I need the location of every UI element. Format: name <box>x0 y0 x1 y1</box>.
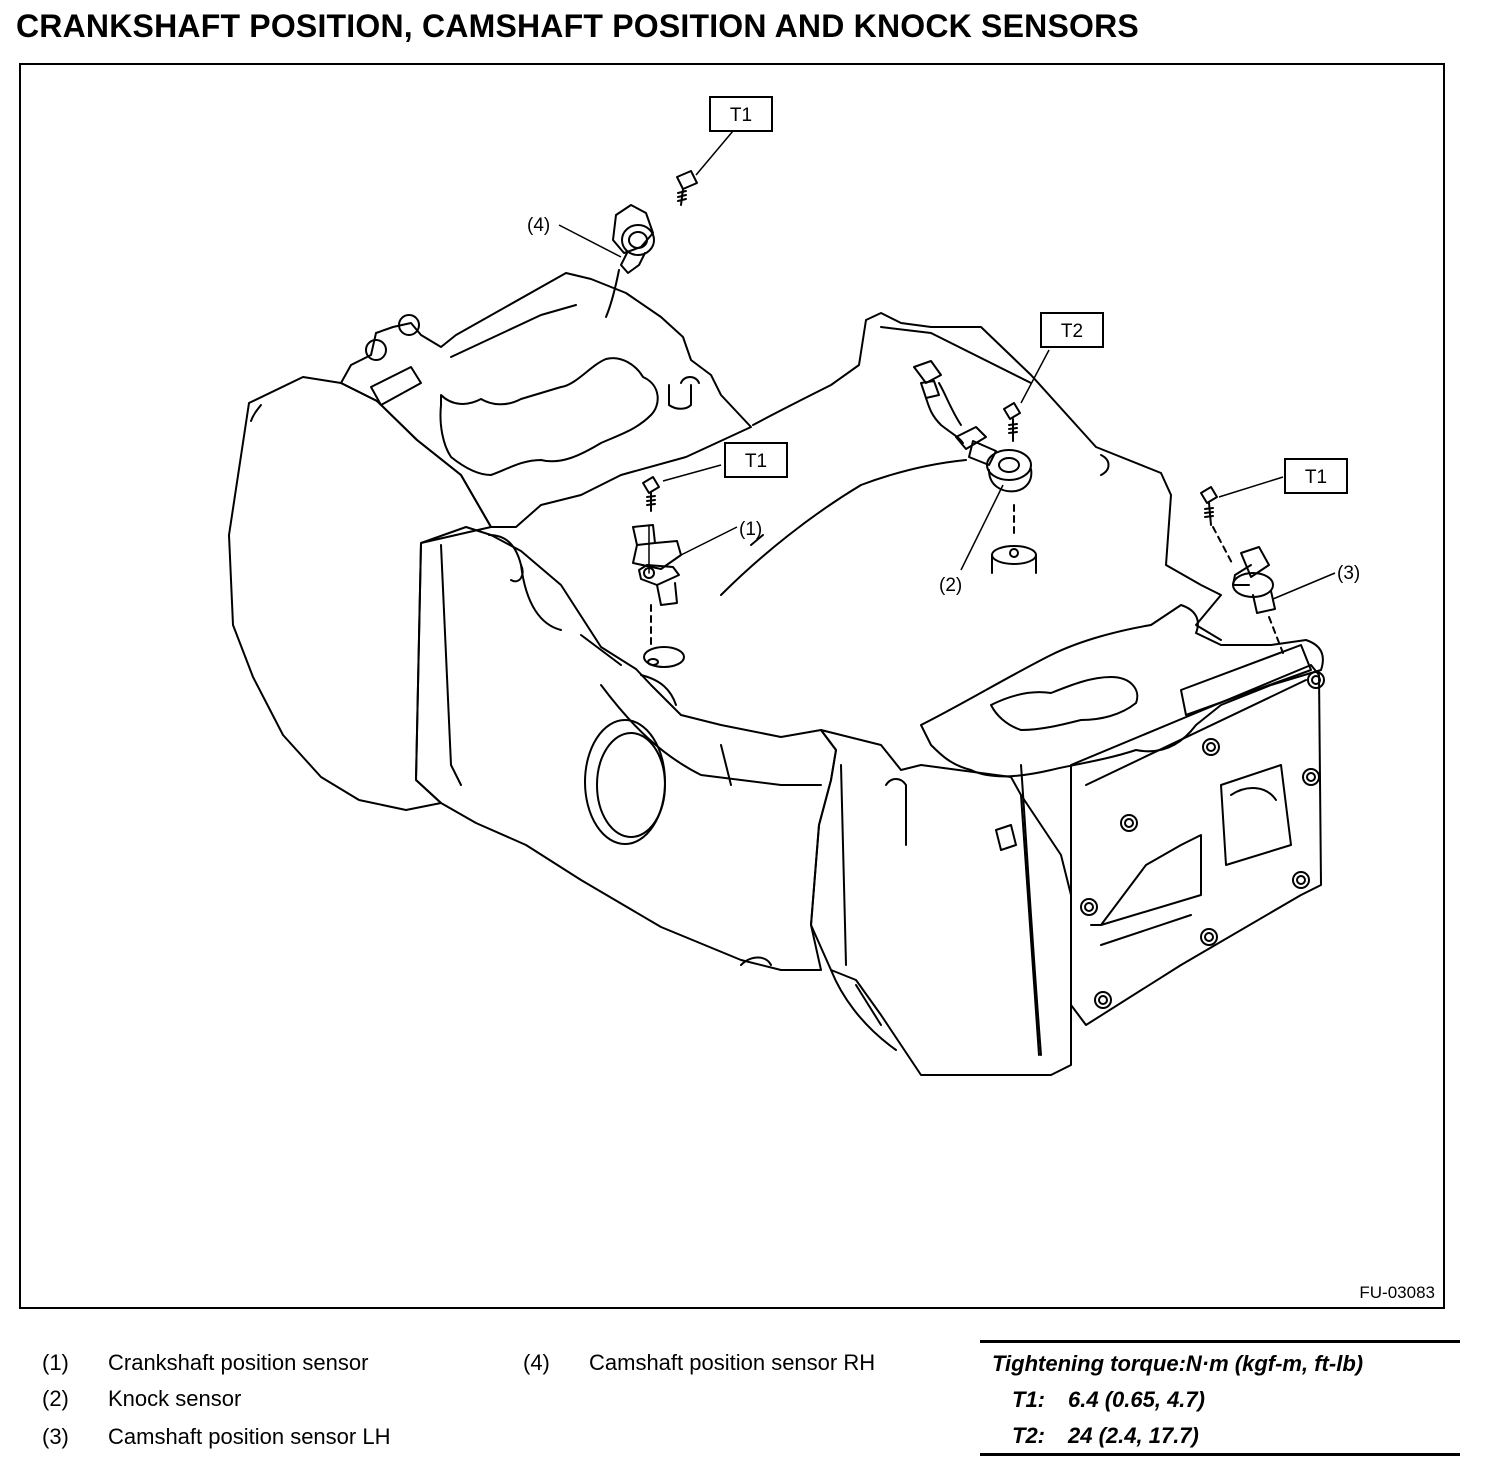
leader-t2 <box>1020 349 1050 404</box>
cam-sensor-rh <box>605 204 655 318</box>
torque-heading: Tightening torque:N·m (kgf-m, ft-lb) <box>992 1351 1364 1376</box>
leader-c2 <box>960 484 1004 571</box>
tag-box-t2 <box>1040 312 1104 348</box>
leader-t1-top <box>695 130 734 176</box>
figure-id: FU-03083 <box>1359 1283 1435 1302</box>
legend-text: Camshaft position sensor LH <box>108 1424 391 1449</box>
legend-text: Knock sensor <box>108 1386 242 1411</box>
tag-box-t1-right <box>1284 458 1348 494</box>
tag-t1-mid: T1 <box>745 451 767 472</box>
engine-diagram: T1 T1 T2 T1 (4) (1) (2) (3) <box>228 96 1360 1076</box>
torque-row-t1: T1: 6.4 (0.65, 4.7) <box>1012 1387 1205 1413</box>
leader-t1-mid <box>662 464 722 482</box>
left-cylinder-head <box>340 272 752 528</box>
callout-1: (1) <box>739 519 762 540</box>
bolt-t1-mid <box>642 476 660 512</box>
torque-label: T2: <box>1012 1423 1045 1448</box>
rear-housing <box>1070 664 1322 1026</box>
torque-label: T1: <box>1012 1387 1045 1412</box>
engine-block <box>415 526 837 971</box>
right-belt-cover <box>810 729 1072 1076</box>
callout-2: (2) <box>939 575 962 596</box>
torque-value: 6.4 (0.65, 4.7) <box>1068 1387 1205 1412</box>
bolt-t1-top <box>676 170 698 206</box>
leader-c4 <box>558 224 622 258</box>
diagram-frame: T1 T1 T2 T1 (4) (1) (2) (3) FU-03083 <box>19 63 1445 1309</box>
legend-text: Camshaft position sensor RH <box>589 1350 876 1375</box>
leader-c1 <box>680 526 738 556</box>
tag-box-t1-mid <box>724 442 788 478</box>
tag-t1-right: T1 <box>1305 467 1327 488</box>
leader-t1-right <box>1218 476 1284 498</box>
legend-number: (3) <box>42 1424 69 1449</box>
leader-c3 <box>1272 572 1336 600</box>
legend-number: (4) <box>523 1350 550 1375</box>
torque-value: 24 (2.4, 17.7) <box>1068 1423 1199 1448</box>
knock-sensor <box>913 360 1033 493</box>
tag-t2: T2 <box>1061 321 1083 342</box>
bolt-t1-right <box>1200 486 1218 526</box>
page-title: CRANKSHAFT POSITION, CAMSHAFT POSITION A… <box>16 8 1139 44</box>
tag-t1-top: T1 <box>730 105 752 126</box>
housing-bolts <box>1080 671 1325 1009</box>
callout-4: (4) <box>527 215 550 236</box>
legend-number: (1) <box>42 1350 69 1375</box>
torque-row-t2: T2: 24 (2.4, 17.7) <box>1012 1423 1199 1449</box>
crank-hole-inner <box>596 732 666 838</box>
crank-sensor-seat <box>643 646 685 668</box>
cam-sensor-lh <box>1232 546 1276 614</box>
legend-text: Crankshaft position sensor <box>108 1350 369 1375</box>
torque-table: Tightening torque:N·m (kgf-m, ft-lb) T1:… <box>980 1340 1460 1456</box>
bolt-t2 <box>1003 402 1021 442</box>
right-cylinder-head <box>920 604 1324 778</box>
tag-box-t1-top <box>709 96 773 132</box>
left-belt-cover <box>228 376 492 811</box>
crank-sensor <box>632 524 682 606</box>
callout-3: (3) <box>1337 563 1360 584</box>
right-bank <box>752 312 1222 641</box>
legend-number: (2) <box>42 1386 69 1411</box>
